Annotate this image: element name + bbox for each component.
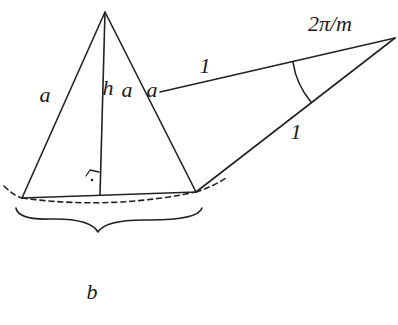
right-angle-dot xyxy=(91,179,94,182)
dimension-label: a xyxy=(147,79,158,101)
radius-line xyxy=(196,38,395,192)
dimension-label: a xyxy=(40,84,51,106)
right-angle-mark xyxy=(86,170,99,176)
triangle-face xyxy=(22,12,196,198)
dimension-label: 1 xyxy=(291,121,302,143)
dimension-label: 1 xyxy=(200,55,211,77)
base-circle-arc xyxy=(4,186,22,198)
dimension-label: 2π/m xyxy=(308,13,352,35)
angle-arc xyxy=(293,62,311,102)
base-circle-arc xyxy=(22,192,196,203)
dimension-label: b xyxy=(87,281,98,303)
dimension-label: h xyxy=(103,77,114,99)
height-line xyxy=(100,12,105,195)
dimension-label: a xyxy=(122,79,133,101)
base-brace xyxy=(16,208,202,232)
